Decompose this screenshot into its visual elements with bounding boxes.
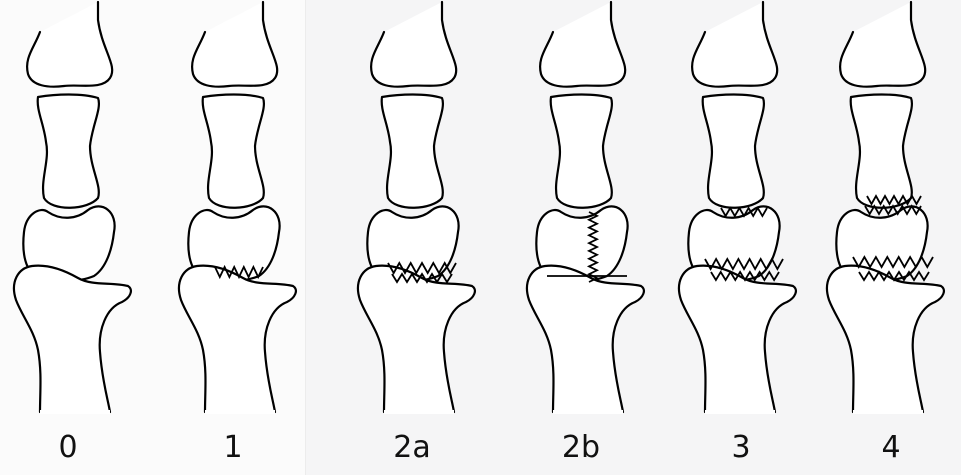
finger-illustration-5 — [827, 2, 944, 412]
distal-phalanx — [27, 2, 112, 87]
stage-label-0: 0 — [23, 428, 113, 468]
finger-illustration-1 — [179, 2, 296, 412]
proximal-phalanx — [358, 266, 475, 412]
distal-phalanx — [840, 2, 925, 87]
stage-label-2b: 2b — [536, 428, 626, 468]
middle-phalanx — [551, 95, 612, 208]
middle-phalanx — [203, 95, 264, 208]
distal-phalanx — [692, 2, 777, 87]
finger-illustration-3 — [527, 2, 644, 412]
finger-illustration-0 — [14, 2, 131, 412]
finger-illustration-4 — [679, 2, 796, 412]
proximal-phalanx — [179, 266, 296, 412]
distal-phalanx — [540, 2, 625, 87]
distal-phalanx — [192, 2, 277, 87]
middle-phalanx — [38, 95, 99, 208]
middle-phalanx — [851, 95, 912, 208]
stage-label-1: 1 — [188, 428, 278, 468]
proximal-phalanx — [679, 266, 796, 412]
stage-label-2a: 2a — [367, 428, 457, 468]
stage-label-4: 4 — [846, 428, 936, 468]
middle-phalanx — [703, 95, 764, 208]
middle-phalanx — [382, 95, 443, 208]
finger-illustration-2 — [358, 2, 475, 412]
stage-label-3: 3 — [696, 428, 786, 468]
proximal-phalanx — [527, 266, 644, 412]
proximal-phalanx — [14, 266, 131, 412]
proximal-phalanx — [827, 266, 944, 412]
distal-phalanx — [371, 2, 456, 87]
